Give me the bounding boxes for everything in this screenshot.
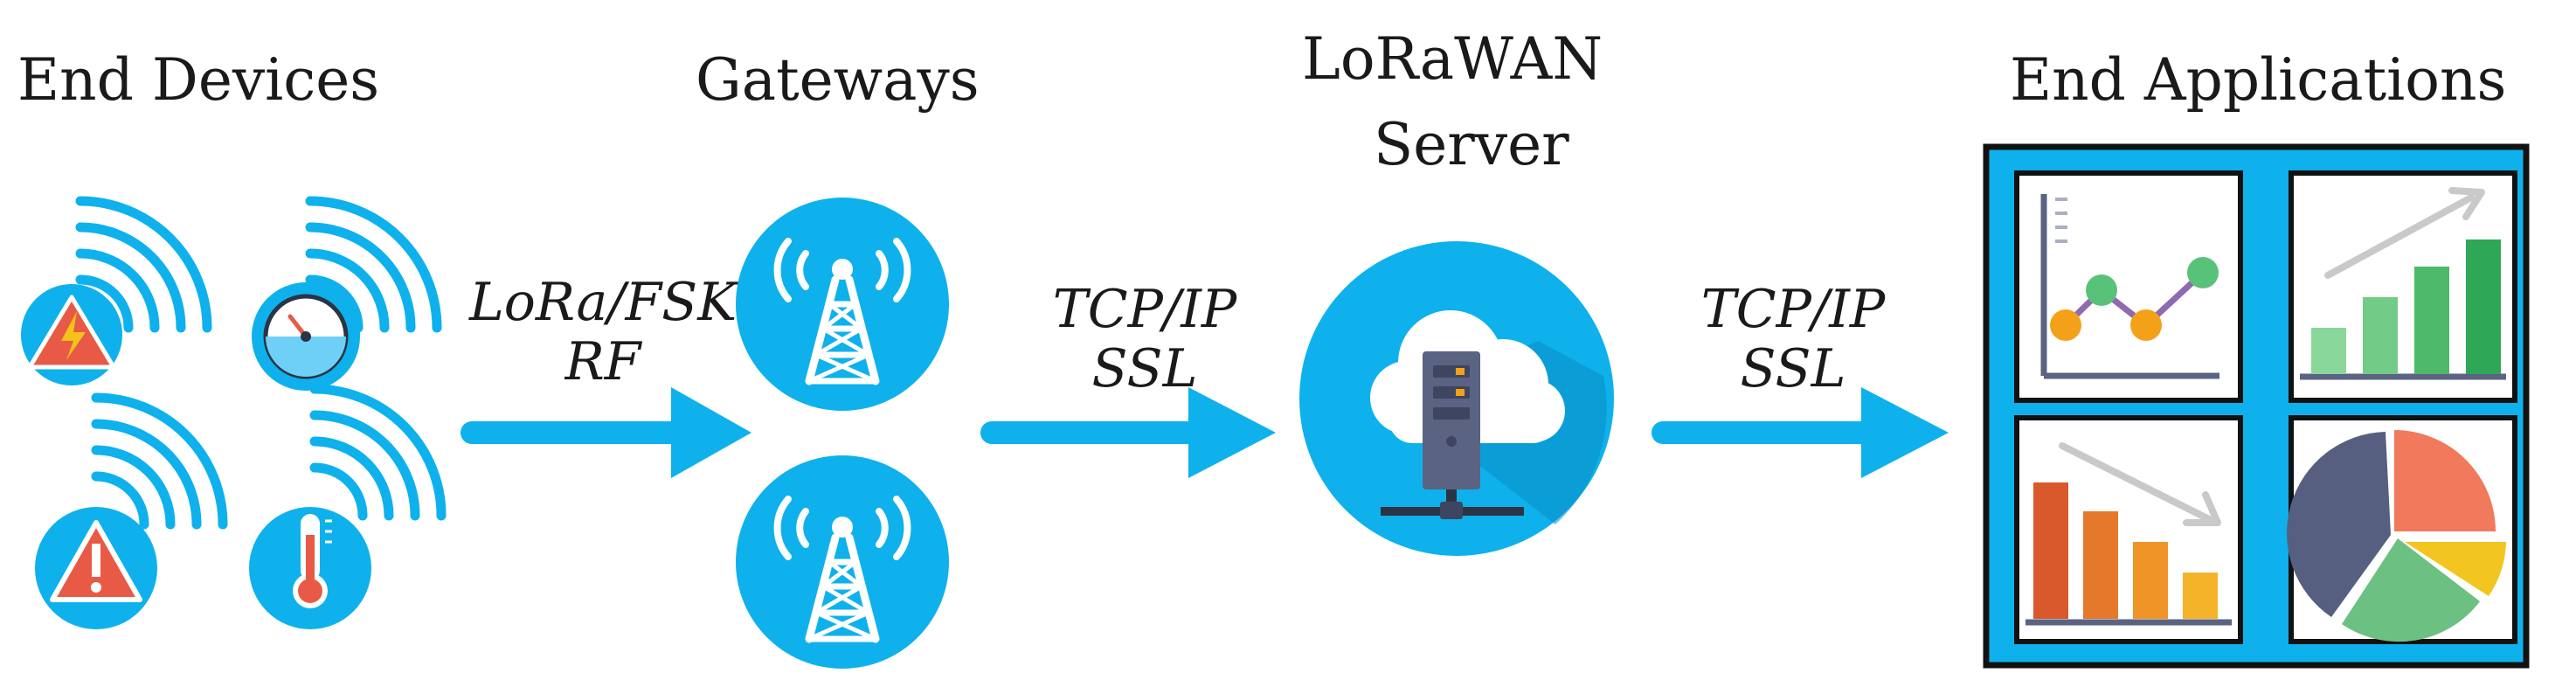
bar-chart-down-icon bbox=[2014, 415, 2243, 644]
end-applications-panel bbox=[1983, 143, 2530, 669]
pie-chart-icon bbox=[2287, 415, 2517, 644]
device-3-signal-waves bbox=[96, 398, 223, 524]
thermometer-scale bbox=[325, 519, 332, 544]
exclamation-bar bbox=[92, 544, 100, 577]
line-chart-icon bbox=[2014, 170, 2243, 403]
server-tower-icon bbox=[1423, 351, 1480, 489]
device-alert-warning bbox=[35, 398, 223, 629]
link-label-rf: LoRa/FSK RF bbox=[446, 273, 760, 392]
device-thermometer bbox=[249, 389, 441, 629]
gauge-pivot bbox=[301, 331, 311, 342]
gauge-fill bbox=[266, 337, 346, 377]
device-4-signal-waves bbox=[315, 389, 441, 516]
exclamation-dot bbox=[91, 582, 101, 593]
server-network-hub bbox=[1440, 502, 1463, 519]
server-power-button bbox=[1446, 436, 1457, 447]
server-title-line1: LoRaWAN bbox=[1302, 25, 1603, 93]
bar-chart-up-icon bbox=[2289, 170, 2517, 403]
device-gauge bbox=[252, 201, 437, 391]
server-slot-3 bbox=[1433, 407, 1470, 420]
server-title-line2: Server bbox=[1374, 111, 1569, 178]
link-label-gateway-server: TCP/IP SSL bbox=[987, 280, 1302, 399]
link-label-server-app: TCP/IP SSL bbox=[1636, 280, 1950, 399]
end-devices-title: End Devices bbox=[17, 46, 380, 114]
link-label-gateway-server-line2: SSL bbox=[1091, 338, 1198, 399]
lightning-bolt-icon bbox=[61, 311, 86, 360]
server-led-1 bbox=[1456, 368, 1465, 375]
gateway-top-antenna-tower-icon bbox=[736, 198, 949, 411]
arrow-server-to-applications bbox=[1652, 387, 1949, 478]
device-power-warning bbox=[21, 201, 207, 385]
thermometer-bulb bbox=[298, 579, 322, 603]
link-label-server-app-line1: TCP/IP bbox=[1700, 279, 1886, 340]
link-label-rf-line1: LoRa/FSK bbox=[468, 272, 737, 333]
arrow-gateways-to-server bbox=[980, 387, 1276, 478]
end-applications-title: End Applications bbox=[2010, 46, 2507, 114]
gateways-title: Gateways bbox=[696, 46, 980, 114]
cloud-server-icon bbox=[1299, 241, 1614, 556]
server-led-2 bbox=[1456, 389, 1465, 396]
link-label-rf-line2: RF bbox=[564, 331, 641, 392]
link-label-server-app-line2: SSL bbox=[1740, 338, 1846, 399]
thermometer-mercury bbox=[306, 535, 315, 587]
arrow-devices-to-gateways bbox=[460, 387, 751, 478]
gateway-bottom-antenna-tower-icon bbox=[736, 455, 949, 669]
link-label-gateway-server-line1: TCP/IP bbox=[1052, 279, 1237, 340]
